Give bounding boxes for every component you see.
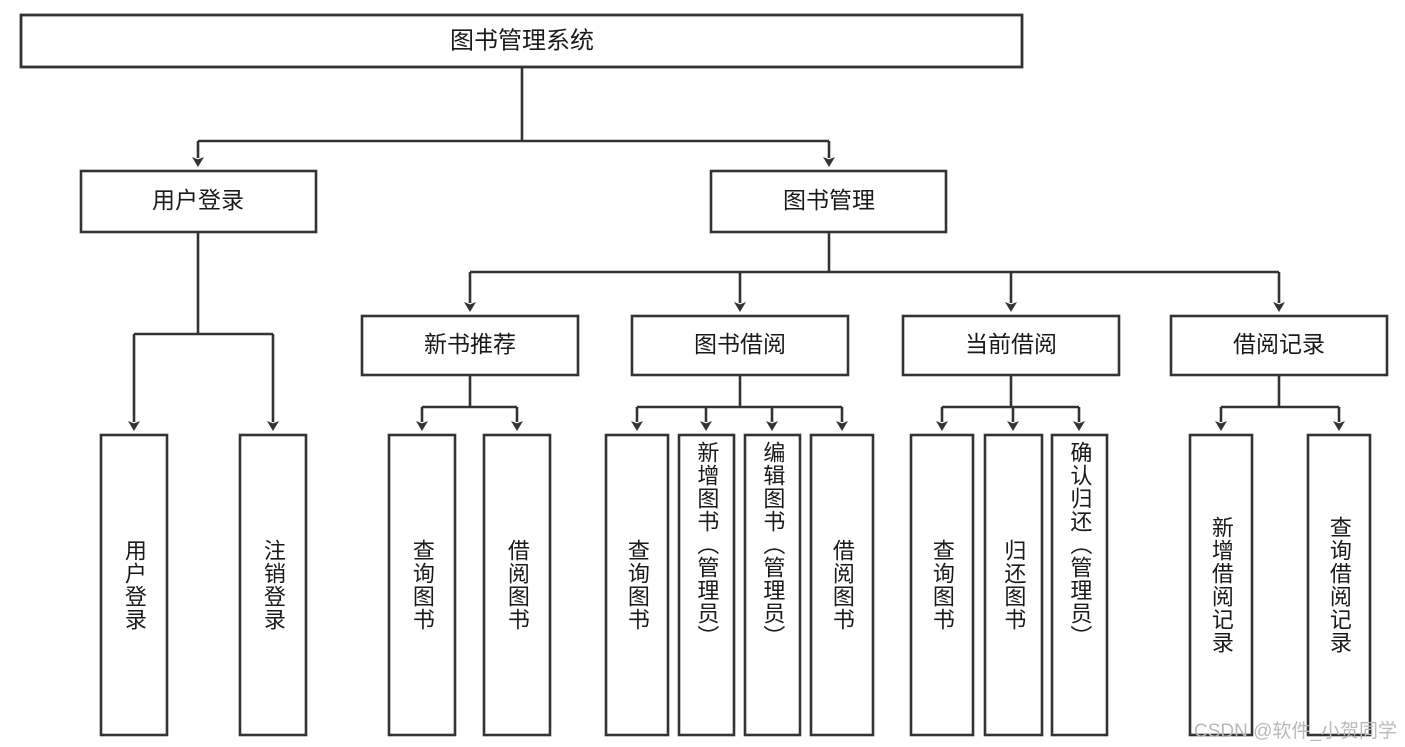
node-box-leaf-user-login[interactable] <box>99 433 169 737</box>
node-box-leaf-edit-book[interactable] <box>743 433 802 737</box>
label-book-manage: 图书管理 <box>783 187 875 213</box>
label-new-book-recommend: 新书推荐 <box>424 331 516 357</box>
node-box-leaf-query-book-1[interactable] <box>387 433 457 737</box>
node-box-leaf-query-record[interactable] <box>1306 433 1372 737</box>
node-box-leaf-add-book[interactable] <box>677 433 736 737</box>
label-current-borrow: 当前借阅 <box>965 331 1057 357</box>
node-box-current-borrow[interactable] <box>901 314 1121 377</box>
node-box-leaf-return-book[interactable] <box>983 433 1044 737</box>
label-root: 图书管理系统 <box>450 27 594 54</box>
node-box-leaf-borrow-book-2[interactable] <box>809 433 875 737</box>
node-box-leaf-query-book-3[interactable] <box>909 433 975 737</box>
node-box-new-book-recommend[interactable] <box>360 314 580 377</box>
watermark-text: CSDN @软件_小贺同学 <box>1194 721 1397 742</box>
node-box-leaf-add-record[interactable] <box>1188 433 1254 737</box>
node-box-leaf-borrow-book-1[interactable] <box>482 433 552 737</box>
node-box-user-login[interactable] <box>79 169 318 234</box>
label-user-login: 用户登录 <box>152 187 244 213</box>
label-book-borrow: 图书借阅 <box>694 331 786 357</box>
node-box-leaf-query-book-2[interactable] <box>604 433 670 737</box>
label-borrow-record: 借阅记录 <box>1233 331 1325 357</box>
node-box-root[interactable] <box>19 13 1024 69</box>
node-box-leaf-confirm-return[interactable] <box>1050 433 1109 737</box>
node-box-leaf-user-logout[interactable] <box>238 433 308 737</box>
